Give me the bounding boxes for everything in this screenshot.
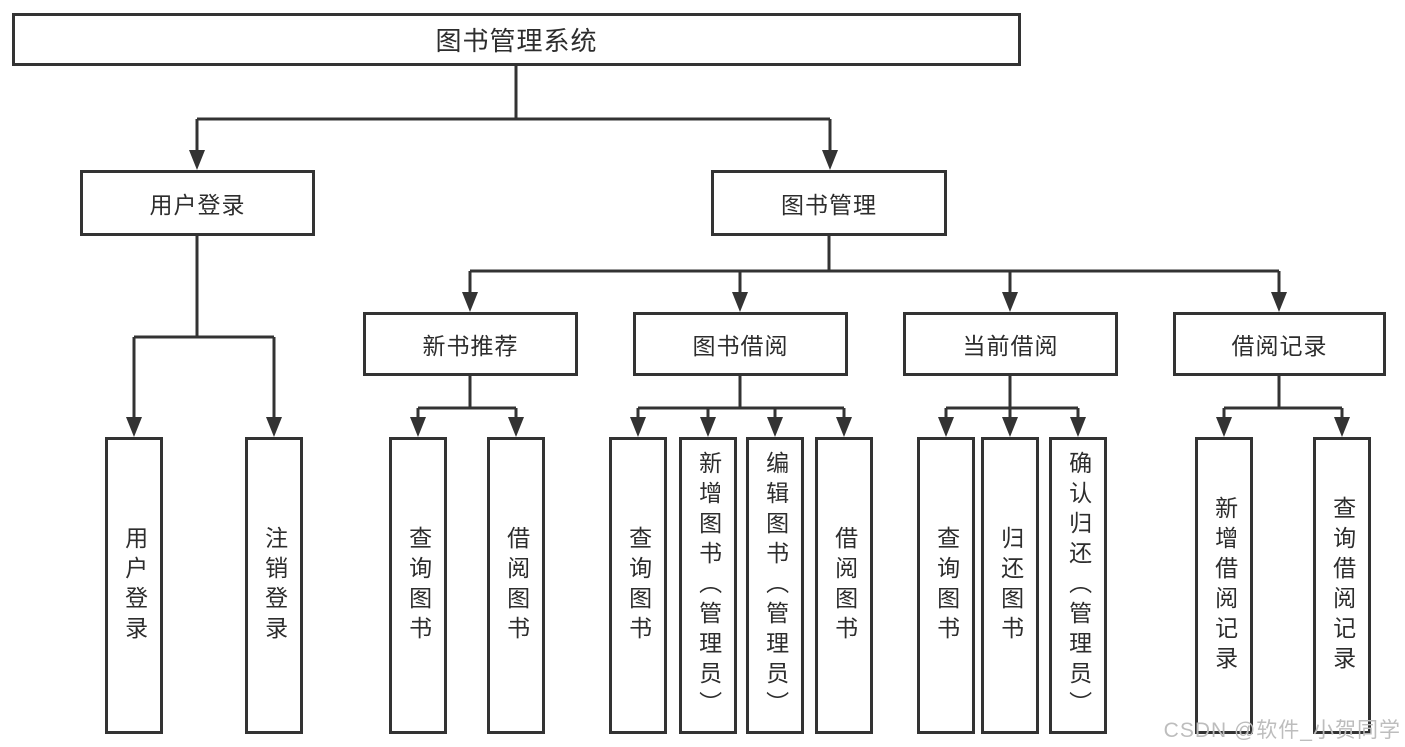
node-book-borrowing-label: 图书借阅	[692, 333, 789, 359]
leaf-current-query-books-label: 查询图书	[933, 525, 960, 646]
leaf-borrowing-add-books-admin-label: 新增图书（管理员）	[695, 450, 722, 721]
leaf-logout: 注销登录	[245, 437, 303, 734]
leaf-current-return-books-label: 归还图书	[997, 525, 1024, 646]
node-book-management-label: 图书管理	[781, 192, 877, 218]
node-borrowing-records-label: 借阅记录	[1231, 333, 1328, 359]
node-book-borrowing: 图书借阅	[633, 312, 848, 376]
node-user-login-label: 用户登录	[149, 192, 246, 218]
leaf-borrowing-query-books-label: 查询图书	[625, 525, 652, 646]
leaf-borrowing-query-books: 查询图书	[609, 437, 667, 734]
node-library-system-label: 图书管理系统	[435, 26, 598, 56]
leaf-records-add-borrow-record: 新增借阅记录	[1195, 437, 1253, 734]
leaf-borrowing-add-books-admin: 新增图书（管理员）	[679, 437, 737, 734]
leaf-current-query-books: 查询图书	[917, 437, 975, 734]
leaf-borrowing-borrow-books: 借阅图书	[815, 437, 873, 734]
node-user-login: 用户登录	[80, 170, 315, 236]
node-borrowing-records: 借阅记录	[1173, 312, 1386, 376]
leaf-borrowing-edit-books-admin-label: 编辑图书（管理员）	[762, 450, 789, 721]
node-new-book-recommendation: 新书推荐	[363, 312, 578, 376]
leaf-current-confirm-return-admin: 确认归还（管理员）	[1049, 437, 1107, 734]
leaf-recommend-query-books: 查询图书	[389, 437, 447, 734]
leaf-records-add-borrow-record-label: 新增借阅记录	[1211, 495, 1238, 676]
leaf-records-query-borrow-record: 查询借阅记录	[1313, 437, 1371, 734]
leaf-recommend-borrow-books-label: 借阅图书	[503, 525, 530, 646]
node-current-borrowing-label: 当前借阅	[962, 333, 1059, 359]
arrowheads	[126, 150, 1350, 437]
leaf-borrowing-edit-books-admin: 编辑图书（管理员）	[746, 437, 804, 734]
leaf-current-confirm-return-admin-label: 确认归还（管理员）	[1065, 450, 1092, 721]
node-current-borrowing: 当前借阅	[903, 312, 1118, 376]
node-library-system: 图书管理系统	[12, 13, 1021, 66]
node-new-book-recommendation-label: 新书推荐	[422, 333, 519, 359]
leaf-logout-label: 注销登录	[261, 525, 288, 646]
leaf-recommend-borrow-books: 借阅图书	[487, 437, 545, 734]
node-book-management: 图书管理	[711, 170, 947, 236]
leaf-borrowing-borrow-books-label: 借阅图书	[831, 525, 858, 646]
leaf-records-query-borrow-record-label: 查询借阅记录	[1329, 495, 1356, 676]
leaf-current-return-books: 归还图书	[981, 437, 1039, 734]
csdn-watermark: CSDN @软件_小贺同学	[1163, 719, 1401, 742]
leaf-recommend-query-books-label: 查询图书	[405, 525, 432, 646]
leaf-user-login: 用户登录	[105, 437, 163, 734]
leaf-user-login-label: 用户登录	[121, 525, 148, 646]
